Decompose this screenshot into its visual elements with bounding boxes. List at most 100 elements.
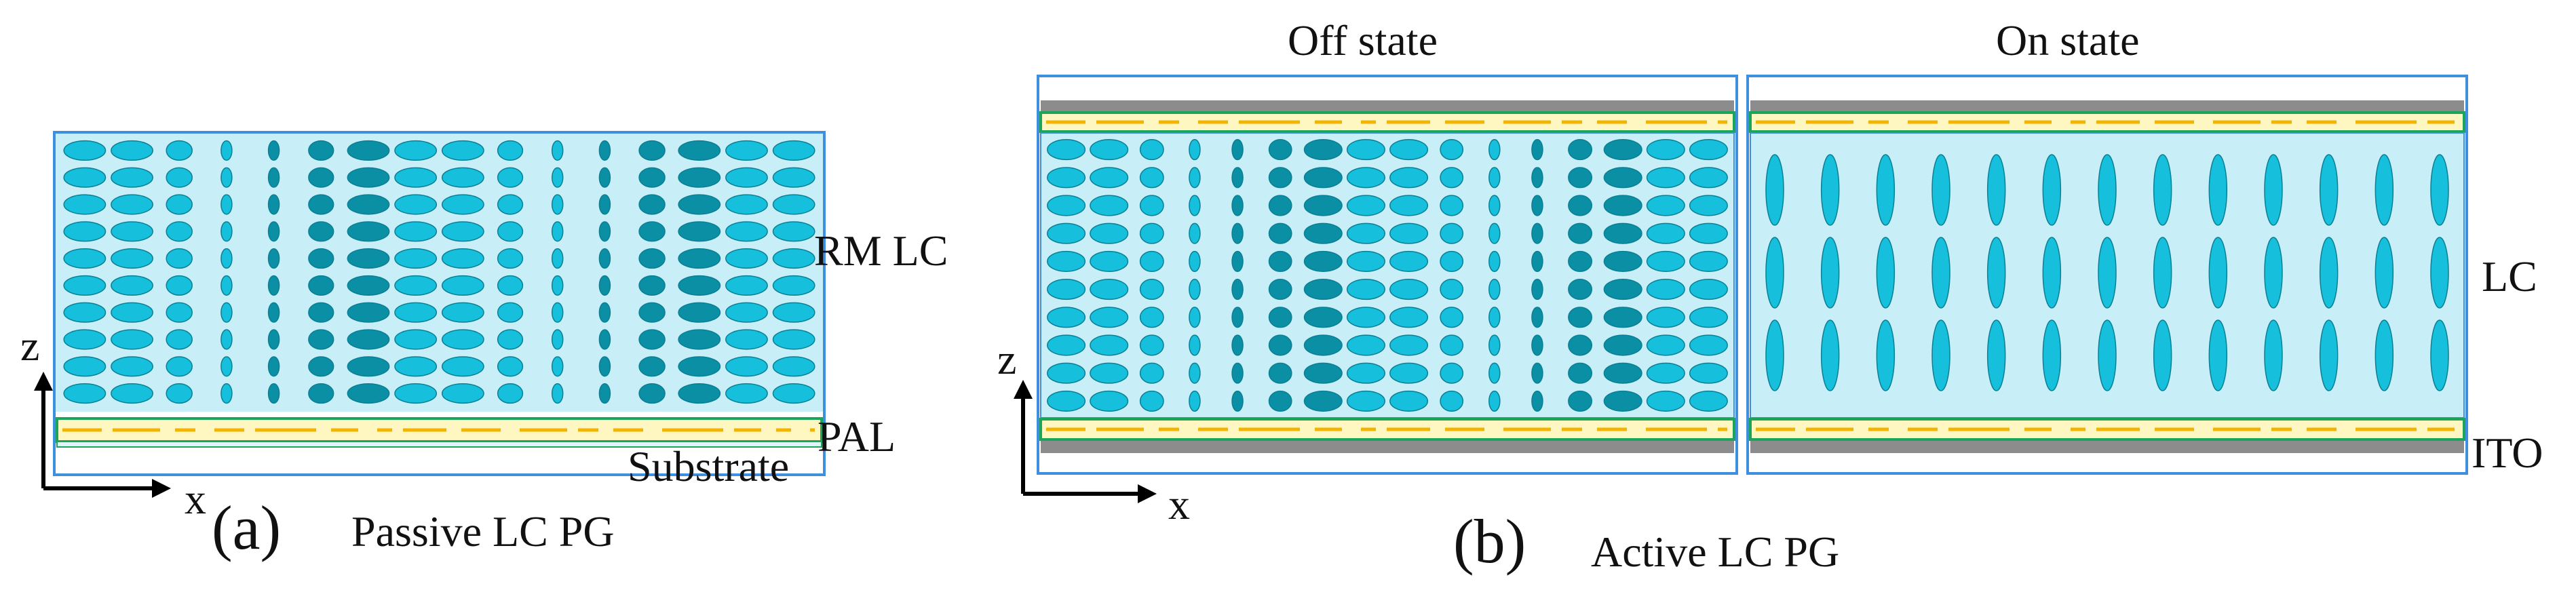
off-state-molecule bbox=[1531, 167, 1543, 189]
off-state-molecule bbox=[1568, 307, 1593, 328]
off-state-molecule bbox=[1389, 167, 1429, 189]
off-state-molecule bbox=[1389, 250, 1429, 272]
panel-b-letter: (b) bbox=[1453, 507, 1526, 576]
on-state-molecule bbox=[2208, 237, 2228, 309]
panel-a-molecule bbox=[497, 248, 524, 269]
off-state-molecule bbox=[1231, 222, 1244, 244]
on-state-molecule bbox=[1986, 154, 2006, 226]
panel-a-molecule bbox=[308, 302, 334, 323]
panel-a-molecule bbox=[678, 356, 721, 377]
on-state-molecule bbox=[1765, 154, 1784, 226]
panel-a-molecule bbox=[441, 275, 484, 296]
panel-a-molecule bbox=[678, 167, 721, 188]
panel-a-molecule bbox=[678, 248, 721, 269]
off-state-molecule bbox=[1268, 390, 1292, 412]
panel-a-molecule bbox=[441, 356, 484, 377]
panel-a-z-axis-arrow bbox=[34, 372, 53, 391]
panel-a-molecule bbox=[497, 275, 524, 296]
on-state-molecule bbox=[2264, 154, 2283, 226]
panel-a-molecule bbox=[441, 302, 484, 323]
panel-a-molecule bbox=[111, 302, 153, 323]
panel-a-molecule bbox=[394, 329, 438, 350]
off-state-molecule bbox=[1090, 307, 1129, 328]
off-state-molecule bbox=[1139, 307, 1164, 328]
off-state-molecule bbox=[1268, 222, 1292, 244]
on-state-molecule bbox=[1820, 319, 1840, 391]
off-state-molecule bbox=[1603, 390, 1642, 412]
panel-a-molecule bbox=[220, 302, 233, 323]
panel-a-molecule bbox=[772, 248, 815, 269]
panel-a-molecule bbox=[220, 329, 233, 350]
on-state-molecule bbox=[2319, 154, 2339, 226]
panel-a-molecule bbox=[220, 383, 233, 404]
off-state-molecule bbox=[1189, 139, 1201, 161]
off-state-molecule bbox=[1568, 222, 1593, 244]
panel-a-molecule bbox=[725, 302, 768, 323]
off-state-molecule bbox=[1303, 167, 1343, 189]
off-state-molecule bbox=[1531, 139, 1543, 161]
off-state-molecule bbox=[1139, 139, 1164, 161]
off-state-molecule bbox=[1189, 390, 1201, 412]
panel-a-molecule bbox=[725, 356, 768, 377]
on-state-molecule bbox=[2375, 319, 2394, 391]
ito-label: ITO bbox=[2472, 429, 2543, 477]
panel-a-molecule bbox=[111, 383, 153, 404]
off-state-molecule bbox=[1646, 390, 1685, 412]
off-state-molecule bbox=[1603, 362, 1642, 384]
off-state-molecule bbox=[1189, 362, 1201, 384]
off-state-molecule bbox=[1231, 307, 1244, 328]
panel-a-molecule bbox=[267, 167, 280, 188]
off-state-molecule bbox=[1189, 222, 1201, 244]
panel-a-molecule bbox=[598, 383, 611, 404]
off-state-molecule bbox=[1389, 279, 1429, 300]
panel-a-molecule bbox=[63, 248, 107, 269]
off-state-molecule bbox=[1689, 195, 1728, 216]
off-state-molecule bbox=[1346, 195, 1385, 216]
off-state-molecule bbox=[1268, 362, 1292, 384]
panel-a-molecule bbox=[347, 356, 390, 377]
off-state-molecule bbox=[1303, 362, 1343, 384]
panel-a-diagram bbox=[53, 131, 826, 476]
panel-a-molecule bbox=[678, 140, 721, 161]
off-state-molecule bbox=[1090, 222, 1129, 244]
on-state-molecule bbox=[2208, 319, 2228, 391]
panel-a-molecule bbox=[111, 140, 153, 161]
panel-a-molecule bbox=[267, 275, 280, 296]
panel-a-molecule bbox=[308, 275, 334, 296]
off-state-molecule bbox=[1646, 307, 1685, 328]
panel-a-molecule bbox=[678, 194, 721, 215]
off-state-molecule bbox=[1689, 250, 1728, 272]
panel-a-molecule bbox=[308, 221, 334, 242]
panel-a-molecule bbox=[441, 194, 484, 215]
panel-a-molecule bbox=[347, 194, 390, 215]
off-state-molecule bbox=[1139, 222, 1164, 244]
panel-a-molecule bbox=[497, 329, 524, 350]
off-state-molecule bbox=[1231, 334, 1244, 356]
panel-a-molecule bbox=[598, 140, 611, 161]
off-state-molecule bbox=[1389, 195, 1429, 216]
on-state-molecule bbox=[2430, 319, 2449, 391]
off-state-molecule bbox=[1047, 195, 1086, 216]
panel-a-molecule bbox=[678, 383, 721, 404]
panel-a-molecule bbox=[347, 302, 390, 323]
panel-a-molecule bbox=[725, 221, 768, 242]
off-state-molecule bbox=[1603, 307, 1642, 328]
panel-a-molecule bbox=[63, 194, 107, 215]
off-state-molecule bbox=[1568, 250, 1593, 272]
off-state-molecule bbox=[1689, 279, 1728, 300]
off-state-molecule bbox=[1440, 390, 1464, 412]
on-state-molecule bbox=[2153, 319, 2172, 391]
off-state-molecule bbox=[1139, 334, 1164, 356]
panel-a-molecule bbox=[551, 221, 564, 242]
off-state-molecule bbox=[1646, 167, 1685, 189]
panel-a-molecule bbox=[598, 275, 611, 296]
off-state-molecule bbox=[1303, 307, 1343, 328]
panel-a-molecule bbox=[267, 140, 280, 161]
panel-a-molecule bbox=[63, 302, 107, 323]
on-state-molecule bbox=[1820, 237, 1840, 309]
off-state-molecule bbox=[1689, 362, 1728, 384]
rm-lc-label: RM LC bbox=[814, 227, 948, 275]
panel-a-molecule bbox=[638, 194, 666, 215]
panel-a-molecule bbox=[347, 140, 390, 161]
